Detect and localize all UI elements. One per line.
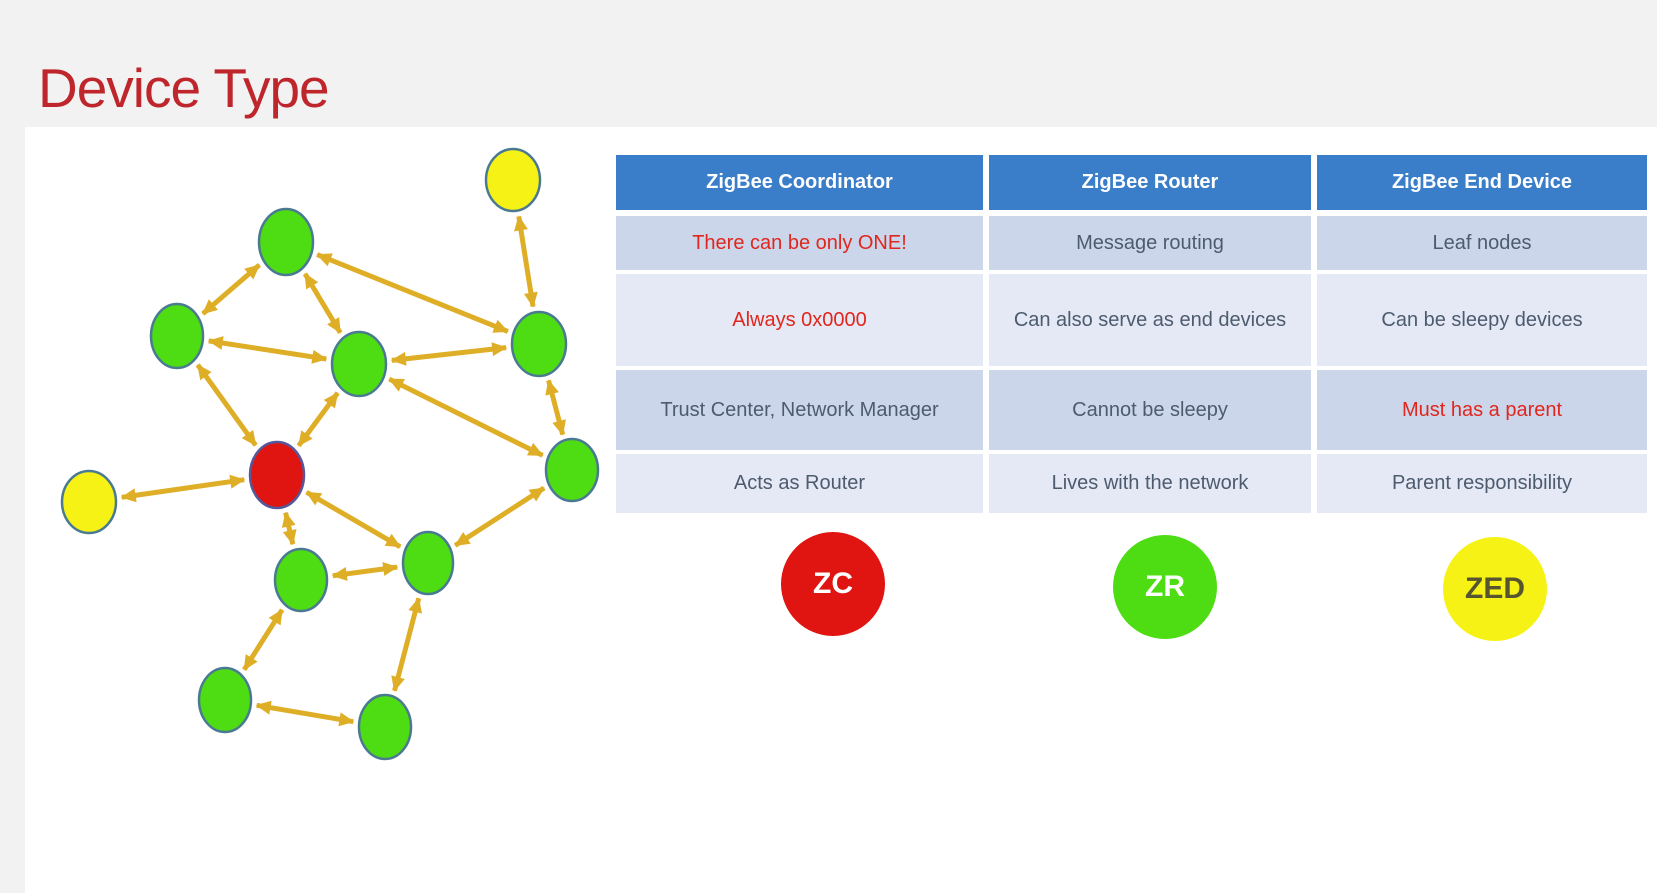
zr-label: ZR (1145, 570, 1185, 603)
link-arrow-g-h (331, 562, 399, 581)
link-arrow-c-d (390, 342, 508, 366)
header-zigbee-end-device: ZigBee End Device (1317, 155, 1647, 210)
node-j-router (357, 693, 413, 761)
table-cell: Message routing (989, 216, 1311, 270)
table-cell: There can be only ONE! (616, 216, 983, 270)
link-arrow-b-r (195, 363, 258, 447)
node-yl-end_device (60, 469, 118, 535)
header-zigbee-coordinator: ZigBee Coordinator (616, 155, 983, 210)
table-row: Always 0x0000 Can also serve as end devi… (616, 274, 1647, 366)
link-arrow-i-j (255, 700, 355, 727)
table-cell: Trust Center, Network Manager (616, 370, 983, 450)
link-arrow-h-j (391, 597, 422, 692)
node-r-coordinator (248, 440, 306, 510)
node-i-router (197, 666, 253, 734)
link-arrow-a-c (302, 272, 343, 335)
left-gutter (0, 0, 25, 893)
link-arrow-yl-r (120, 474, 246, 503)
zc-coordinator-circle: ZC (781, 532, 885, 636)
link-arrow-r-h (305, 490, 402, 549)
table-cell: Cannot be sleepy (989, 370, 1311, 450)
table-row: There can be only ONE! Message routing L… (616, 216, 1647, 270)
link-arrow-c-r (296, 391, 340, 448)
table-cell: Can also serve as end devices (989, 274, 1311, 366)
link-arrow-b-c (207, 336, 328, 364)
node-g-router (273, 547, 329, 613)
node-yt-end_device (484, 147, 542, 213)
link-arrow-a-d (316, 252, 509, 334)
table-cell: Must has a parent (1317, 370, 1647, 450)
link-arrow-d-f (545, 379, 566, 436)
table-cell: Parent responsibility (1317, 454, 1647, 513)
header-zigbee-router: ZigBee Router (989, 155, 1311, 210)
table-header-row: ZigBee Coordinator ZigBee Router ZigBee … (616, 155, 1647, 210)
link-arrow-c-f (388, 376, 544, 458)
link-arrow-r-g (281, 511, 297, 546)
zc-label: ZC (813, 567, 853, 600)
node-a-router (257, 207, 315, 277)
table-cell: Acts as Router (616, 454, 983, 513)
table-row: Acts as Router Lives with the network Pa… (616, 454, 1647, 513)
zed-end-device-circle: ZED (1443, 537, 1547, 641)
node-d-router (510, 310, 568, 378)
table-row: Trust Center, Network Manager Cannot be … (616, 370, 1647, 450)
zed-label: ZED (1465, 572, 1525, 605)
node-c-router (330, 330, 388, 398)
node-f-router (544, 437, 600, 503)
top-band (0, 0, 1657, 127)
link-arrow-yt-d (514, 215, 538, 308)
link-arrow-g-i (242, 608, 285, 672)
device-type-table: ZigBee Coordinator ZigBee Router ZigBee … (616, 155, 1647, 513)
table-cell: Can be sleepy devices (1317, 274, 1647, 366)
table-cell: Leaf nodes (1317, 216, 1647, 270)
link-arrow-f-h (453, 485, 546, 548)
node-b-router (149, 302, 205, 370)
node-h-router (401, 530, 455, 596)
table-cell: Always 0x0000 (616, 274, 983, 366)
table-cell: Lives with the network (989, 454, 1311, 513)
link-arrow-a-b (201, 263, 262, 316)
page-title: Device Type (38, 56, 330, 119)
zr-router-circle: ZR (1113, 535, 1217, 639)
